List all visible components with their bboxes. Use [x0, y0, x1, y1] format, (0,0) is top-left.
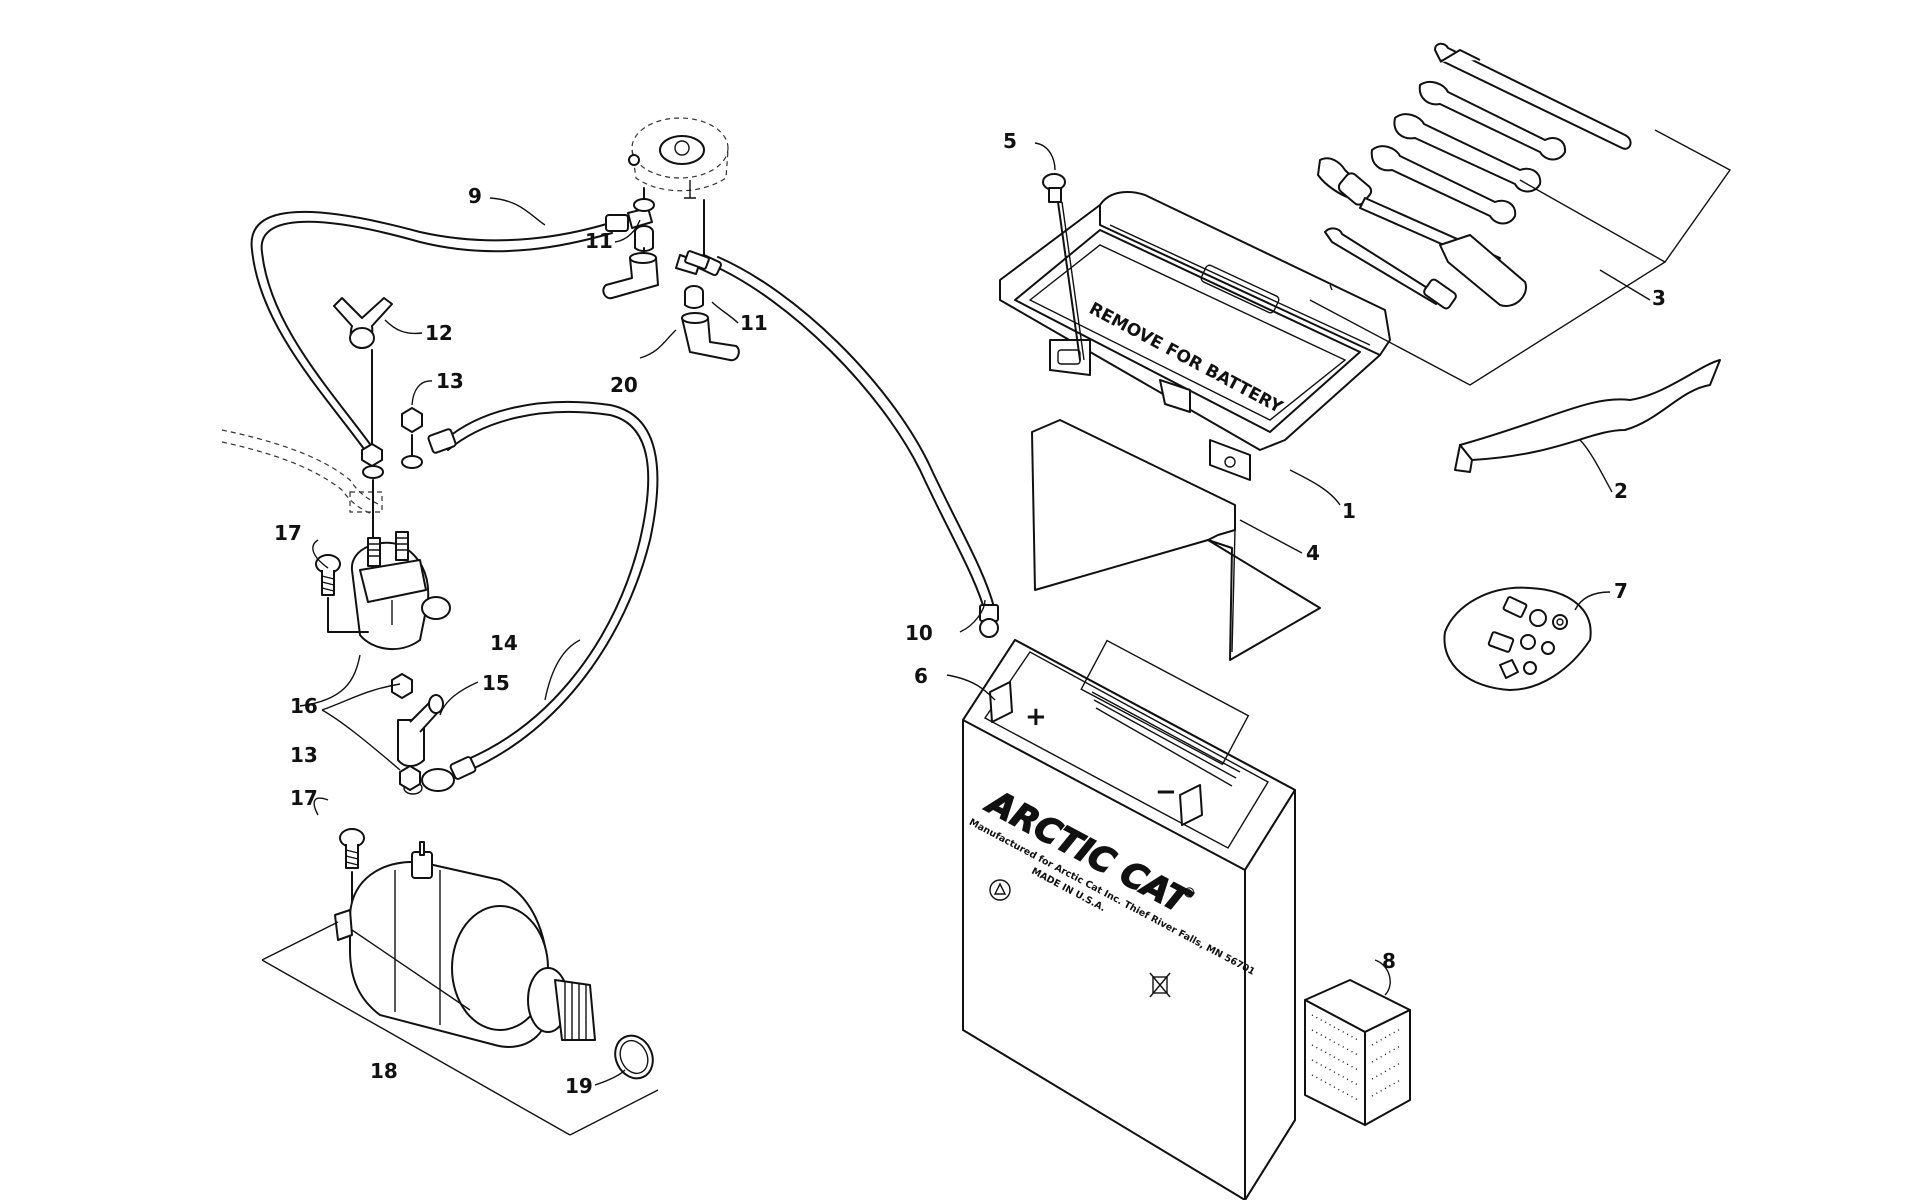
label-4: 4	[1306, 541, 1320, 565]
battery-plus: +	[1025, 702, 1047, 732]
nut-washer-solenoid	[361, 443, 423, 541]
leader-lines	[299, 142, 1651, 1086]
bolt-5	[1042, 173, 1085, 361]
label-15: 15	[482, 671, 510, 695]
label-7: 7	[1614, 579, 1628, 603]
label-13-upper: 13	[436, 369, 464, 393]
label-5: 5	[1003, 129, 1017, 153]
hardware-kit-7	[1443, 586, 1592, 691]
screw-17-lower	[339, 828, 365, 906]
terminal-block	[628, 117, 729, 199]
battery-shield-4	[1031, 419, 1321, 661]
label-10: 10	[905, 621, 933, 645]
harness-wire-dashed	[221, 429, 383, 516]
o-ring-19	[614, 1034, 654, 1080]
boot-12	[333, 297, 393, 446]
label-19: 19	[565, 1074, 593, 1098]
battery-minus: −	[1155, 777, 1177, 807]
label-9: 9	[468, 184, 482, 208]
boot-20-upper	[602, 252, 659, 300]
battery-6: + − ARCTIC CAT ® Manufactured for Arctic…	[962, 639, 1296, 1200]
nut-13-upper	[401, 407, 423, 456]
label-3: 3	[1652, 286, 1666, 310]
cable-14	[403, 400, 659, 795]
disposal-icon	[1149, 972, 1171, 998]
label-18: 18	[370, 1059, 398, 1083]
label-20: 20	[610, 373, 638, 397]
label-17-lower: 17	[290, 786, 318, 810]
boot-15	[397, 694, 444, 767]
strap-2	[1454, 359, 1721, 473]
label-1: 1	[1342, 499, 1356, 523]
label-8: 8	[1382, 949, 1396, 973]
battery-brand-mark: ®	[1179, 883, 1199, 904]
screw-17-upper	[315, 554, 369, 633]
label-2: 2	[1614, 479, 1628, 503]
washer-11-lower	[684, 199, 710, 309]
tool-kit-3	[1309, 42, 1732, 386]
label-17-upper: 17	[274, 521, 302, 545]
bracket-18	[261, 921, 659, 1136]
label-6: 6	[914, 664, 928, 688]
starter-motor-18	[334, 841, 596, 1048]
label-11-upper: 11	[585, 229, 613, 253]
nut-13-lower	[391, 673, 421, 791]
label-14: 14	[490, 631, 518, 655]
recycle-icon	[989, 879, 1011, 901]
label-16: 16	[290, 694, 318, 718]
solenoid-16	[350, 531, 451, 651]
callout-labels: 1 2 3 4 5 6 7 8 9 10 11 11 12 13 13 14 1…	[274, 129, 1666, 1098]
boot-20-lower	[681, 312, 740, 362]
cable-9	[250, 207, 653, 461]
label-12: 12	[425, 321, 453, 345]
label-11-lower: 11	[740, 311, 768, 335]
label-13-lower: 13	[290, 743, 318, 767]
foam-pad-8	[1304, 979, 1411, 1126]
